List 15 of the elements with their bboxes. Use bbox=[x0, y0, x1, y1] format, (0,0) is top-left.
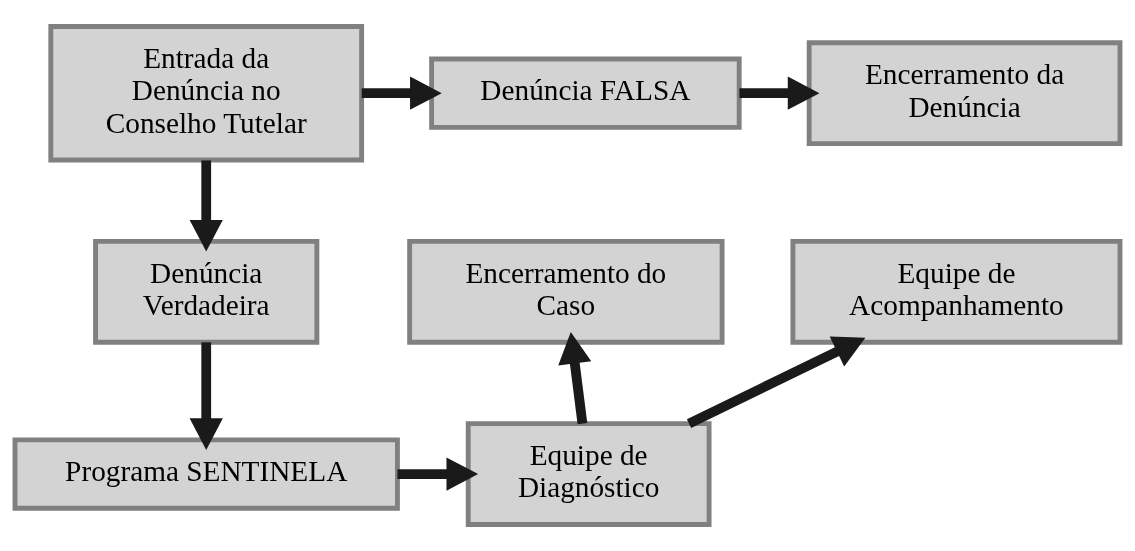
node-box: Denúncia FALSA bbox=[429, 56, 742, 130]
node-box: Denúncia Verdadeira bbox=[93, 238, 320, 345]
node-box: Encerramento do Caso bbox=[407, 238, 725, 345]
node-box: Equipe de Diagnóstico bbox=[465, 421, 712, 527]
arrow bbox=[397, 457, 479, 491]
arrow bbox=[558, 331, 592, 425]
node-box: Equipe de Acompanhamento bbox=[790, 238, 1123, 345]
arrow bbox=[189, 160, 223, 252]
arrow bbox=[189, 342, 223, 450]
node-box: Programa SENTINELA bbox=[12, 437, 400, 511]
arrow bbox=[361, 76, 442, 110]
arrow bbox=[686, 336, 866, 428]
node-box: Encerramento da Denúncia bbox=[806, 40, 1123, 147]
node-box: Entrada da Denúncia no Conselho Tutelar bbox=[48, 24, 365, 163]
arrow bbox=[739, 76, 820, 110]
